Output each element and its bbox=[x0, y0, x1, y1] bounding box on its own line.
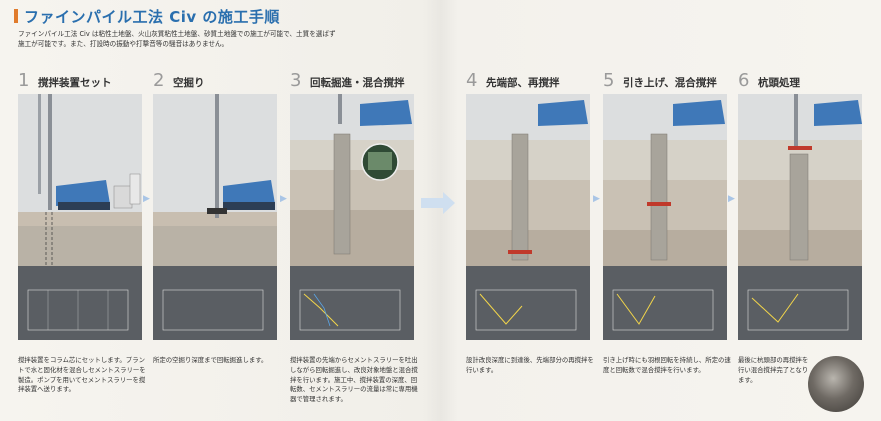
step-3: 3 回転掘進・混合撹拌 撹拌装置の先端からセメントスラリーを吐出しながら回転掘進… bbox=[290, 70, 418, 403]
title-accent-bar bbox=[14, 9, 18, 23]
arrow-right-icon: ▶ bbox=[143, 194, 150, 204]
pile-head-photo bbox=[808, 356, 864, 412]
step-4-label: 先端部、再撹拌 bbox=[486, 77, 560, 89]
step-2-description: 所定の空掘り深度まで回転掘進します。 bbox=[153, 356, 268, 364]
step-1-label: 撹拌装置セット bbox=[38, 77, 112, 89]
step-2: 2 空掘り 所定の空掘り深度まで回転掘進します。 bbox=[153, 70, 277, 364]
page-spread-arrow-icon bbox=[421, 192, 455, 214]
step-5-header: 5 引き上げ、混合撹拌 bbox=[603, 70, 727, 94]
intro-line-1: ファインパイル工法 Civ は粘性土地盤、火山灰質粘性土地盤、砂質土地盤での施工… bbox=[18, 30, 336, 38]
step-4-illustration bbox=[466, 94, 590, 340]
step-1-illustration bbox=[18, 94, 142, 340]
page-title: ファインパイル工法 Civ の施工手順 bbox=[24, 8, 280, 26]
step-4: 4 先端部、再撹拌 設計改良深度に到達後、先端部分の再撹拌を行います。 bbox=[466, 70, 594, 374]
step-2-header: 2 空掘り bbox=[153, 70, 277, 94]
step-1-description: 撹拌装置をコラム芯にセットします。プラントで水と固化材を混合しセメントスラリーを… bbox=[18, 356, 146, 394]
step-3-label: 回転掘進・混合撹拌 bbox=[310, 77, 405, 89]
step-5: 5 引き上げ、混合撹拌 引き上げ時にも羽根回転を持続し、所定の速度と回転数で混合… bbox=[603, 70, 731, 374]
step-4-header: 4 先端部、再撹拌 bbox=[466, 70, 590, 94]
intro-line-2: 施工が可能です。また、打設時の振動や打撃音等の騒音はありません。 bbox=[18, 39, 229, 48]
step-5-description: 引き上げ時にも羽根回転を持続し、所定の速度と回転数で混合撹拌を行います。 bbox=[603, 356, 731, 374]
step-1-number: 1 bbox=[18, 70, 30, 91]
intro-text: ファインパイル工法 Civ は粘性土地盤、火山灰質粘性土地盤、砂質土地盤での施工… bbox=[18, 30, 378, 49]
step-2-illustration bbox=[153, 94, 277, 340]
step-3-header: 3 回転掘進・混合撹拌 bbox=[290, 70, 414, 94]
step-5-label: 引き上げ、混合撹拌 bbox=[623, 77, 717, 89]
step-6-label: 杭頭処理 bbox=[758, 77, 800, 89]
step-4-description: 設計改良深度に到達後、先端部分の再撹拌を行います。 bbox=[466, 356, 594, 374]
step-6-illustration bbox=[738, 94, 862, 340]
arrow-right-icon: ▶ bbox=[280, 194, 287, 204]
step-1-header: 1 撹拌装置セット bbox=[18, 70, 142, 94]
arrow-right-icon: ▶ bbox=[593, 194, 600, 204]
step-6-number: 6 bbox=[738, 70, 750, 91]
step-5-number: 5 bbox=[603, 70, 615, 91]
step-1: 1 撹拌装置セット 撹拌装置をコラ bbox=[18, 70, 146, 393]
step-3-description: 撹拌装置の先端からセメントスラリーを吐出しながら回転掘進し、改良対象地盤と混合撹… bbox=[290, 356, 418, 404]
step-6-description: 最後に杭頭部の再撹拌を行い混合撹拌完了となります。 bbox=[738, 356, 809, 384]
step-6-header: 6 杭頭処理 bbox=[738, 70, 862, 94]
step-3-number: 3 bbox=[290, 70, 302, 91]
step-3-illustration bbox=[290, 94, 414, 340]
step-4-number: 4 bbox=[466, 70, 478, 91]
step-2-number: 2 bbox=[153, 70, 165, 91]
step-2-label: 空掘り bbox=[173, 77, 205, 89]
arrow-right-icon: ▶ bbox=[728, 194, 735, 204]
step-5-illustration bbox=[603, 94, 727, 340]
step-6: 6 杭頭処理 最後に杭頭部の再撹拌を行い混合撹拌完了となります。 bbox=[738, 70, 862, 384]
